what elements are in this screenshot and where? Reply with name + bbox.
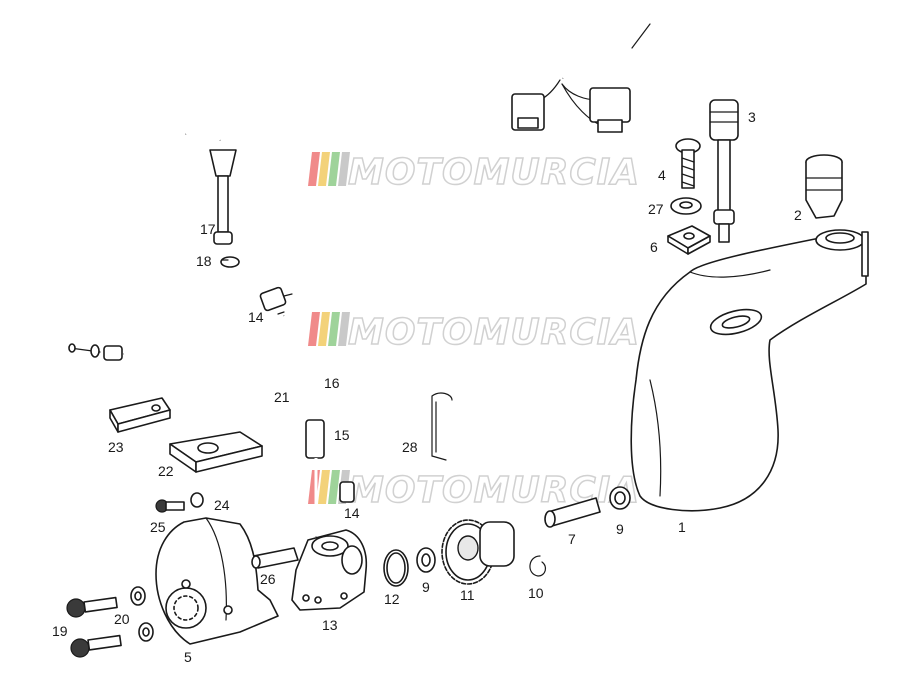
callout-17: 17 (200, 221, 216, 237)
part-24-ring (190, 492, 204, 508)
part-1-oil-tank (630, 229, 869, 512)
part-21-16-15-hose (281, 314, 325, 537)
callout-leader-lines (221, 259, 285, 315)
part-7-pin (544, 497, 601, 528)
callout-13: 13 (322, 617, 338, 633)
part-26-shaft (251, 547, 299, 569)
part-25-bolt (155, 499, 185, 513)
part-12-o-ring (383, 549, 409, 587)
part-10-circlip (529, 555, 547, 577)
part-11-gear (441, 519, 515, 585)
watermark-top: MOTOMURCIA (308, 151, 640, 194)
callout-10: 10 (528, 585, 544, 601)
part-5-pump-cover (155, 517, 279, 645)
part-17-breather-hose (184, 126, 237, 245)
callout-7: 7 (568, 531, 576, 547)
callout-20: 20 (114, 611, 130, 627)
part-6-clip-nut (667, 225, 711, 255)
callout-24: 24 (214, 497, 230, 513)
part-14-fitting-bottom (339, 481, 355, 503)
part-19-bolts (66, 596, 122, 658)
part-27-washer (670, 197, 702, 215)
callout-11: 11 (460, 587, 475, 603)
part-9-o-ring-right (609, 486, 631, 510)
part-9-o-ring-left (416, 547, 436, 573)
callout-26: 26 (260, 571, 276, 587)
part-18-ring (220, 256, 240, 268)
callout-16: 16 (324, 375, 340, 391)
part-23-clamp-plate (109, 397, 171, 433)
callout-5: 5 (184, 649, 192, 665)
callout-21: 21 (274, 389, 290, 405)
callout-25: 25 (150, 519, 166, 535)
part-28-wire-clip (431, 392, 453, 461)
callout-22: 22 (158, 463, 174, 479)
callout-6: 6 (650, 239, 658, 255)
part-13-oil-pump (291, 529, 368, 611)
callout-1: 1 (678, 519, 686, 535)
callout-4: 4 (658, 167, 666, 183)
part-20-washers (130, 586, 154, 642)
part-2-filler-cap (805, 154, 843, 219)
callout-28: 28 (402, 439, 418, 455)
callout-9-right: 9 (616, 521, 624, 537)
watermark-middle: MOTOMURCIA (308, 311, 640, 354)
callout-9-left: 9 (422, 579, 430, 595)
callout-14-top: 14 (248, 309, 264, 325)
part-22-cable-bracket (68, 343, 263, 473)
callout-labels: 1 2 3 4 5 6 7 9 9 10 11 12 13 14 14 15 1… (52, 109, 802, 665)
callout-3: 3 (748, 109, 756, 125)
callout-19: 19 (52, 623, 68, 639)
callout-27: 27 (648, 201, 664, 217)
watermark-text: MOTOMURCIA (348, 152, 640, 193)
callout-14-bottom: 14 (344, 505, 360, 521)
callout-15: 15 (334, 427, 350, 443)
part-4-screw (675, 138, 701, 189)
part-14-fitting-top (259, 286, 293, 312)
callout-18: 18 (196, 253, 212, 269)
callout-23: 23 (108, 439, 124, 455)
callout-2: 2 (794, 207, 802, 223)
part-3-level-sensor-cable (511, 23, 739, 243)
watermark-text: MOTOMURCIA (348, 312, 640, 353)
callout-12: 12 (384, 591, 400, 607)
